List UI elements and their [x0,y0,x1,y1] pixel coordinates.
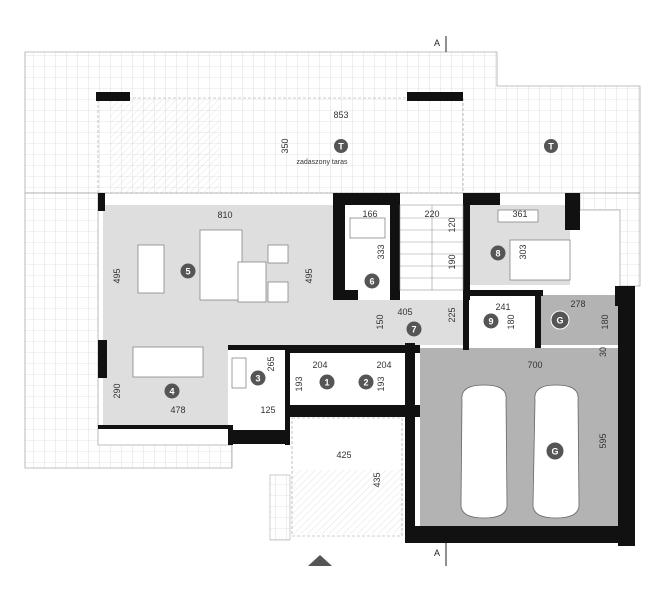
covered-terrace [97,97,464,194]
svg-text:150: 150 [375,314,385,329]
room-g-garage-label: G [551,447,558,457]
svg-text:120: 120 [447,217,457,232]
terrace-badge-2: T [544,139,558,153]
svg-text:361: 361 [512,209,527,219]
svg-text:495: 495 [112,268,122,283]
furniture [132,209,571,389]
svg-text:180: 180 [600,314,610,329]
entry-paving [269,474,291,541]
svg-text:478: 478 [170,405,185,415]
cars [460,384,580,519]
side-paving-right [579,192,641,287]
svg-text:204: 204 [312,360,327,370]
svg-text:495: 495 [304,268,314,283]
room-4-label: 4 [169,387,174,397]
svg-text:125: 125 [260,405,275,415]
terrace-label: zadaszony taras [297,159,348,166]
walls [98,193,635,546]
room-7-badge: 7 [406,321,422,337]
room-7-label: 7 [411,325,416,335]
svg-text:278: 278 [570,299,585,309]
svg-text:303: 303 [518,244,528,259]
wall-stub-left [96,92,130,101]
svg-text:193: 193 [376,376,386,391]
room-6-label: 6 [369,277,374,287]
room-3-badge: 3 [250,370,266,386]
svg-text:A: A [434,38,440,48]
room-g-garage-badge: G [545,441,565,461]
room-6-badge: 6 [364,273,380,289]
room-8-badge: 8 [490,245,506,261]
room-2-badge: 2 [358,374,374,390]
svg-text:333: 333 [376,244,386,259]
garage-floor [420,348,620,526]
svg-text:A: A [434,548,440,558]
entrance-arrow-icon [308,555,332,566]
room-1-label: 1 [324,378,329,388]
staircase [399,204,464,291]
svg-text:225: 225 [447,307,457,322]
room-5-label: 5 [185,267,190,277]
section-marker-top: A [434,36,447,52]
room-g-small-label: G [556,316,563,326]
svg-text:T: T [548,142,554,152]
svg-text:166: 166 [362,209,377,219]
svg-text:30: 30 [598,347,608,357]
pergola-slats [110,100,220,192]
terrace-badge-1: T [334,139,348,153]
room-5-badge: 5 [180,263,196,279]
room-3-label: 3 [255,374,260,384]
svg-text:T: T [338,142,344,152]
section-marker-bottom: A [434,543,447,566]
svg-text:290: 290 [112,383,122,398]
svg-text:193: 193 [294,376,304,391]
room-9-badge: 9 [483,313,499,329]
svg-text:265: 265 [266,356,276,371]
room-4-badge: 4 [164,383,180,399]
svg-text:241: 241 [495,302,510,312]
room-2-label: 2 [363,378,368,388]
svg-text:220: 220 [424,209,439,219]
svg-text:425: 425 [336,450,351,460]
svg-text:853: 853 [333,110,348,120]
wall-stub-right [407,92,463,101]
svg-text:435: 435 [372,472,382,487]
entry-steps [292,470,402,534]
room-9-label: 9 [488,317,493,327]
svg-text:190: 190 [447,254,457,269]
dimension-labels: 853 350 810 495 495 290 478 265 125 166 … [112,110,610,488]
svg-text:810: 810 [217,210,232,220]
room-8-label: 8 [495,249,500,259]
svg-text:700: 700 [527,360,542,370]
room-g-small-badge: G [550,310,570,330]
svg-text:595: 595 [598,433,608,448]
svg-text:180: 180 [506,314,516,329]
svg-text:350: 350 [280,138,290,153]
hall-floor [318,300,463,345]
room-1-badge: 1 [319,374,335,390]
svg-text:405: 405 [397,307,412,317]
svg-text:204: 204 [376,360,391,370]
